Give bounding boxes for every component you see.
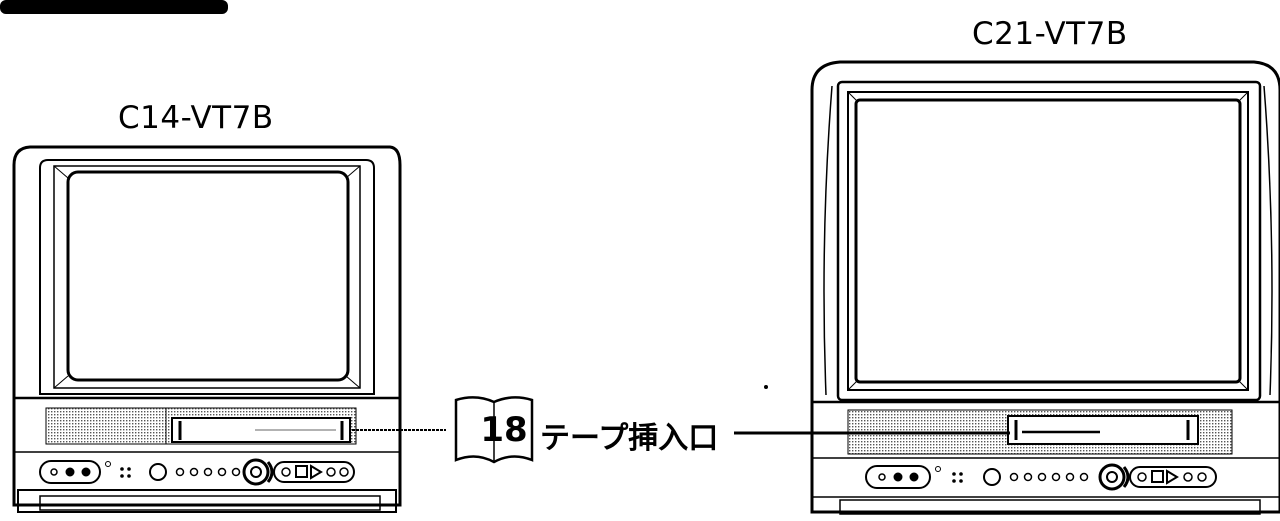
section-header-bar [0,0,228,14]
model-label-small: C14-VT7B [118,100,274,136]
page-reference-number: 18 [480,410,528,450]
model-label-large: C21-VT7B [972,16,1128,52]
tv-large-cassette-slot [1007,415,1199,445]
tv-large-bezel [836,80,1262,402]
tv-small-bezel [39,159,375,395]
tv-large-stop-icon [1151,470,1164,483]
tv-large-jog-dial-icon [1098,463,1126,491]
tv-small-screen [66,170,350,382]
tape-slot-label: テープ挿入口 [540,421,719,456]
tv-large-screen [854,98,1242,384]
tv-large-play-icon [1166,469,1179,485]
tv-small-jog-dial-icon [242,458,270,486]
tv-small-power-panel [39,460,101,484]
book-icon [454,396,534,464]
tv-small [12,145,402,513]
tv-small-speaker-grille [45,407,167,445]
tv-small-stop-icon [295,465,308,478]
tv-small-play-icon [310,464,323,480]
callout-leaders [352,429,1010,435]
tv-large [810,60,1280,515]
tv-large-power-panel [865,465,931,489]
